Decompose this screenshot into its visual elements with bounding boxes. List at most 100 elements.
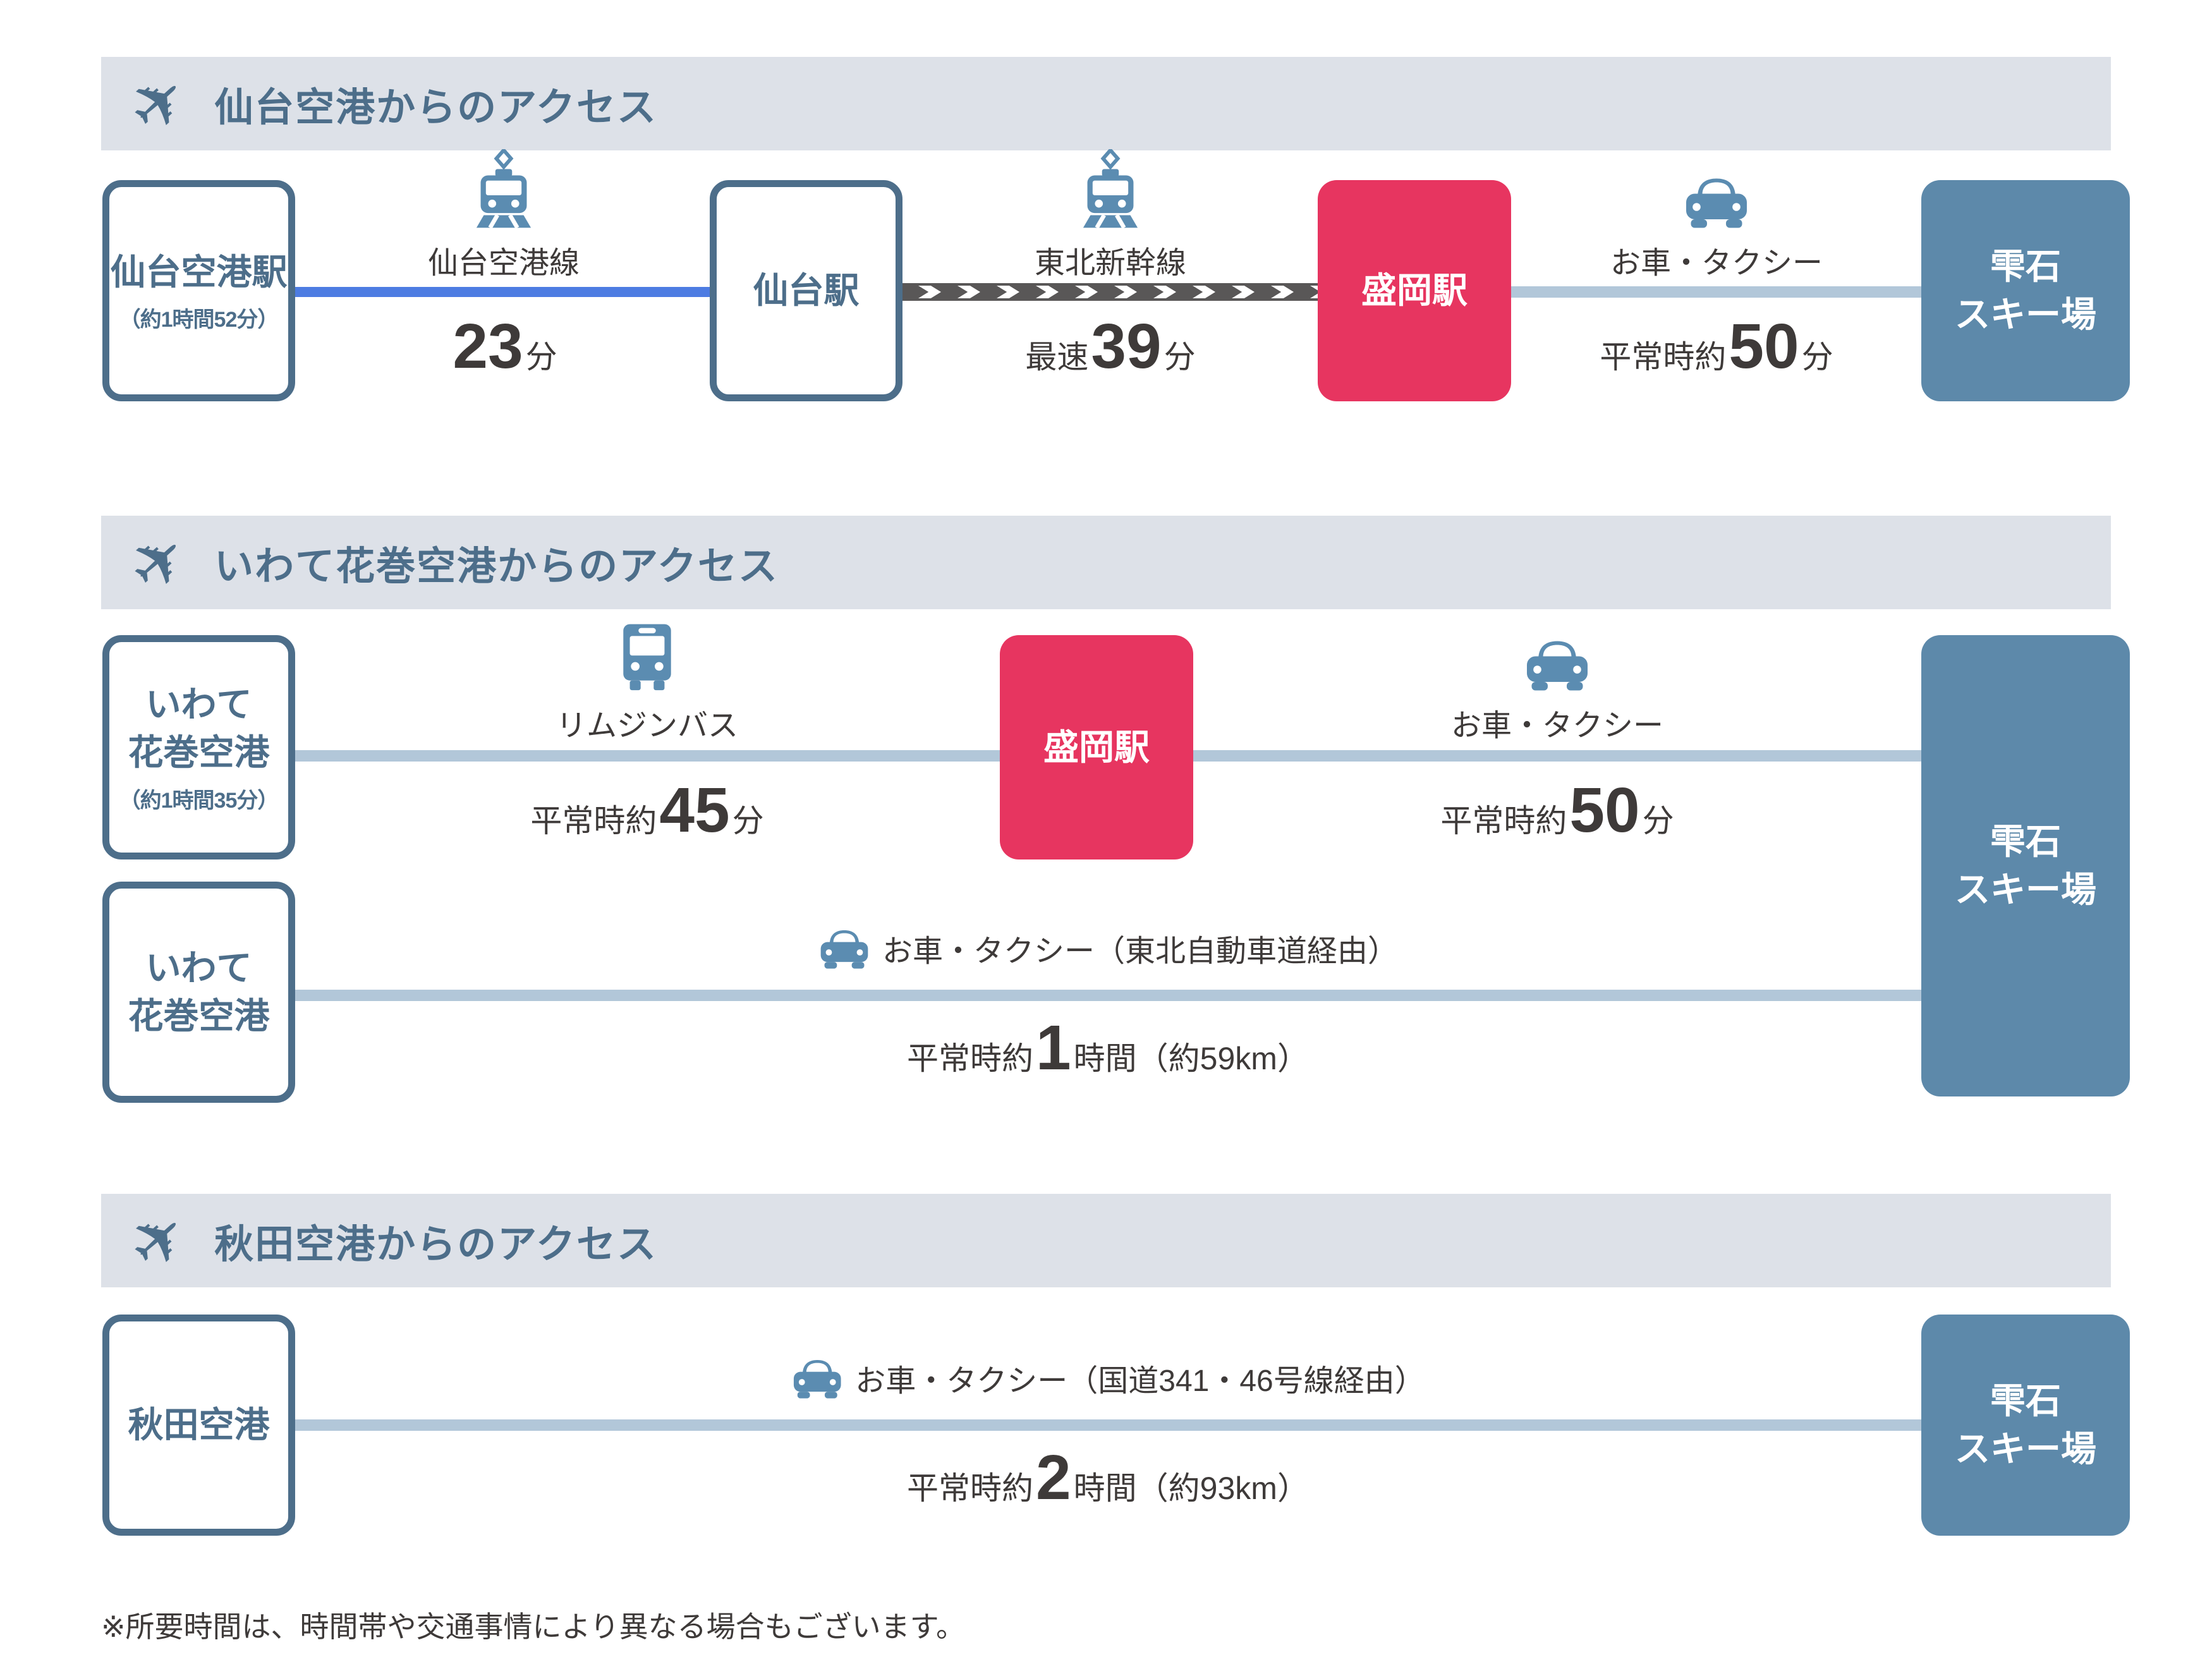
route-line-car-hanamaki <box>294 990 1923 1001</box>
segment-tohoku-shinkansen: 東北新幹線 <box>1034 149 1187 282</box>
plane-icon: ✈ <box>114 58 204 150</box>
time-prefix: 平常時約 <box>1600 339 1727 375</box>
time-prefix: 平常時約 <box>530 803 657 839</box>
node-label: 仙台空港駅 <box>110 252 288 292</box>
chevron-arrow <box>1232 286 1255 298</box>
route-label: 東北新幹線 <box>1034 246 1187 280</box>
node-label: 雫石 <box>1990 822 2061 862</box>
node-sublabel: （約1時間52分） <box>119 308 279 332</box>
section-title: 秋田空港からのアクセス <box>214 1223 658 1266</box>
segment-car-taxi-national-route: お車・タクシー（国道341・46号線経由） <box>791 1347 1425 1408</box>
node-label: 盛岡駅 <box>1361 270 1468 311</box>
time-unit: 分 <box>1801 339 1833 375</box>
node-sendai-airport-station: 仙台空港駅 （約1時間52分） <box>102 180 295 401</box>
node-morioka-station: 盛岡駅 <box>1318 180 1511 401</box>
node-label: 雫石 <box>1990 246 2061 287</box>
time-unit: 分 <box>525 339 557 375</box>
node-label: 雫石 <box>1990 1381 2061 1421</box>
time-unit: 時間（約59km） <box>1073 1041 1309 1076</box>
bus-icon <box>617 622 678 691</box>
train-icon <box>1079 149 1142 229</box>
time-prefix: 平常時約 <box>907 1041 1034 1076</box>
time-unit: 分 <box>1164 339 1196 375</box>
time-prefix: 最速 <box>1025 339 1089 375</box>
segment-car-taxi: お車・タクシー <box>1610 176 1823 282</box>
chevron-arrow <box>997 286 1019 298</box>
route-line-car-akita <box>294 1419 1923 1431</box>
segment-car-taxi: お車・タクシー <box>1451 632 1663 744</box>
chevron-arrow <box>918 286 941 298</box>
time-value: 50 <box>1569 775 1640 846</box>
time-prefix: 平常時約 <box>1440 803 1567 839</box>
node-sendai-station: 仙台駅 <box>710 180 902 401</box>
node-morioka-station: 盛岡駅 <box>1000 635 1193 859</box>
segment-sendai-airport-line: 仙台空港線 <box>427 149 580 282</box>
footnote: ※所要時間は、時間帯や交通事情により異なる場合もございます。 <box>101 1610 966 1643</box>
time-value: 39 <box>1091 311 1162 382</box>
chevron-arrow <box>1036 286 1059 298</box>
chevron-arrow <box>1271 286 1294 298</box>
time-unit: 時間（約93km） <box>1073 1471 1309 1506</box>
time-prefix: 平常時約 <box>907 1471 1034 1506</box>
node-label: いわて <box>145 684 252 725</box>
node-hanamaki-airport-row1: いわて 花巻空港 （約1時間35分） <box>102 635 295 859</box>
node-shizukuishi-ski-resort: 雫石 スキー場 <box>1921 1315 2130 1536</box>
route-label: お車・タクシー <box>1450 709 1664 743</box>
route-label: お車・タクシー <box>1610 246 1823 280</box>
time-value: 45 <box>659 775 730 846</box>
time-unit: 分 <box>1642 803 1674 839</box>
route-label: 仙台空港線 <box>427 246 580 280</box>
route-label: お車・タクシー（東北自動車道経由） <box>882 935 1399 968</box>
node-label: 仙台駅 <box>753 270 860 311</box>
time-value: 50 <box>1729 311 1799 382</box>
route-line-car-sendai <box>1510 286 1926 298</box>
section-header-sendai: ✈ 仙台空港からのアクセス <box>101 57 2111 150</box>
time-unit: 分 <box>732 803 764 839</box>
node-label: 秋田空港 <box>128 1405 270 1445</box>
chevron-arrow <box>1114 286 1137 298</box>
car-icon <box>818 926 871 969</box>
section-header-hanamaki: ✈ いわて花巻空港からのアクセス <box>101 516 2111 609</box>
train-icon <box>472 149 535 229</box>
node-label: 花巻空港 <box>128 996 270 1036</box>
car-icon <box>1523 636 1591 691</box>
chevron-arrow <box>957 286 980 298</box>
time-value: 1 <box>1036 1012 1071 1083</box>
plane-icon: ✈ <box>114 516 204 609</box>
car-icon <box>791 1356 844 1399</box>
node-label: スキー場 <box>1955 1429 2096 1469</box>
section-title: いわて花巻空港からのアクセス <box>214 545 779 588</box>
node-shizukuishi-ski-resort: 雫石 スキー場 <box>1921 180 2130 401</box>
node-shizukuishi-ski-resort: 雫石 スキー場 <box>1921 635 2130 1096</box>
section-header-akita: ✈ 秋田空港からのアクセス <box>101 1194 2111 1287</box>
route-label: リムジンバス <box>556 709 739 743</box>
segment-car-taxi-expressway: お車・タクシー（東北自動車道経由） <box>818 918 1398 978</box>
node-sublabel: （約1時間35分） <box>119 788 279 813</box>
node-label: 花巻空港 <box>128 732 270 772</box>
node-label: スキー場 <box>1955 870 2096 909</box>
route-line-sendai-airport-line <box>294 287 714 297</box>
section-title: 仙台空港からのアクセス <box>214 86 658 130</box>
car-icon <box>1682 174 1751 229</box>
chevron-arrow <box>1193 286 1215 298</box>
chevron-arrow <box>1075 286 1098 298</box>
node-akita-airport: 秋田空港 <box>102 1315 295 1536</box>
route-line-shinkansen <box>901 283 1322 301</box>
plane-icon: ✈ <box>114 1194 204 1287</box>
node-hanamaki-airport-row2: いわて 花巻空港 <box>102 882 295 1103</box>
time-value: 23 <box>453 311 523 382</box>
route-label: お車・タクシー（国道341・46号線経由） <box>855 1364 1425 1398</box>
chevron-arrow <box>1153 286 1176 298</box>
node-label: 盛岡駅 <box>1043 727 1150 767</box>
node-label: スキー場 <box>1955 295 2096 334</box>
time-value: 2 <box>1036 1442 1071 1513</box>
segment-limousine-bus: リムジンバス <box>556 624 739 744</box>
